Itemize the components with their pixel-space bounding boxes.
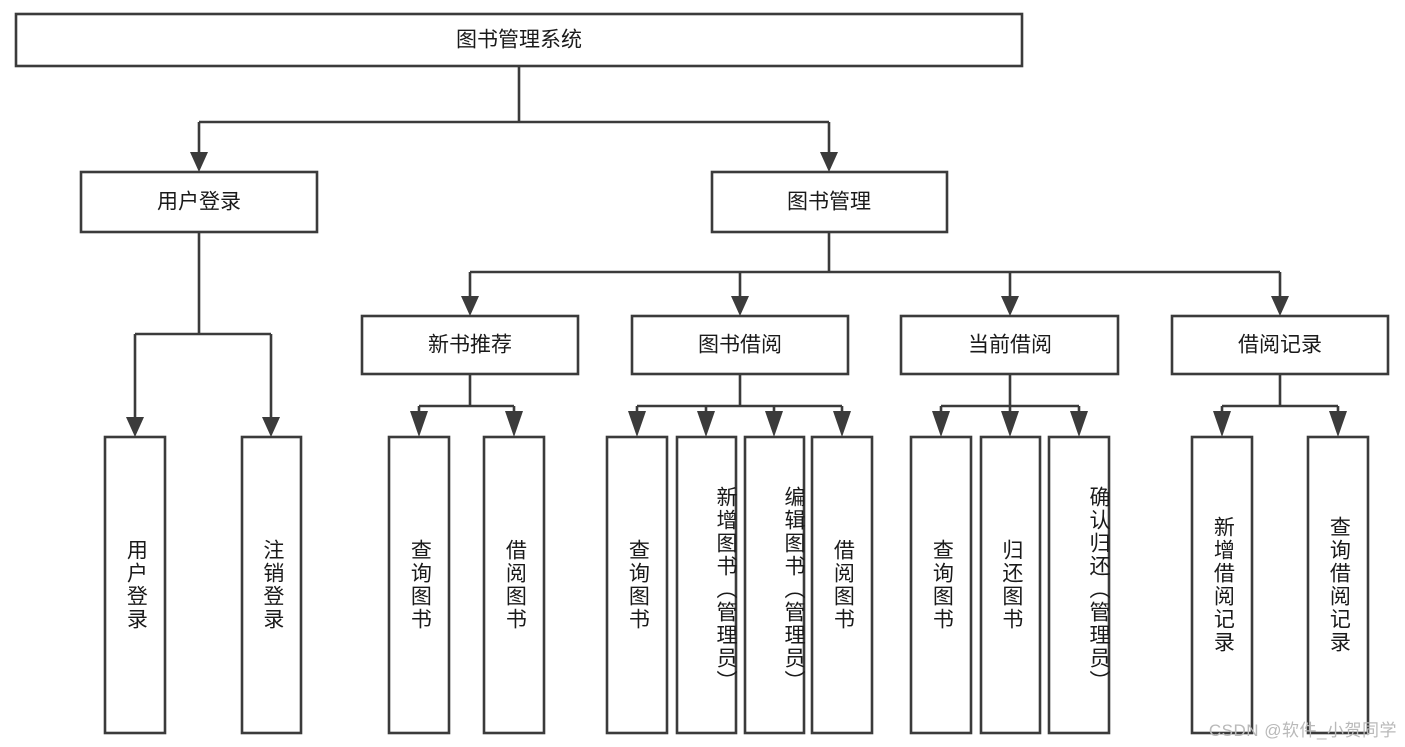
leaf-box-current-return[interactable] <box>979 435 1042 735</box>
node-book-management[interactable]: 图书管理 <box>710 170 949 234</box>
node-current-borrow[interactable]: 当前借阅 <box>899 314 1120 376</box>
leaf-box-group <box>103 435 1370 735</box>
leaf-box-borrow-edit[interactable] <box>743 435 806 735</box>
connector-borrow-record-to-leaves <box>1213 374 1347 437</box>
leaf-box-user-login-login[interactable] <box>103 435 167 735</box>
node-root-book-management-system[interactable]: 图书管理系统 <box>14 12 1024 68</box>
leaf-box-newbook-query[interactable] <box>387 435 451 735</box>
leaf-box-current-query[interactable] <box>909 435 973 735</box>
leaf-box-borrow-query[interactable] <box>605 435 669 735</box>
node-new-book-recommend[interactable]: 新书推荐 <box>360 314 580 376</box>
leaf-box-record-query[interactable] <box>1306 435 1370 735</box>
node-borrow-record[interactable]: 借阅记录 <box>1170 314 1390 376</box>
node-user-login[interactable]: 用户登录 <box>79 170 319 234</box>
node-new-book-recommend-label: 新书推荐 <box>428 334 512 357</box>
leaf-box-newbook-borrow[interactable] <box>482 435 546 735</box>
connector-current-borrow-to-leaves <box>932 374 1088 437</box>
arrow-to-user-login <box>190 152 208 172</box>
node-book-borrow-label: 图书借阅 <box>698 334 782 357</box>
node-book-borrow[interactable]: 图书借阅 <box>630 314 850 376</box>
leaf-box-user-login-logout[interactable] <box>240 435 303 735</box>
leaf-box-borrow-lend[interactable] <box>810 435 874 735</box>
leaf-box-current-confirm[interactable] <box>1047 435 1111 735</box>
connector-root-to-level2 <box>197 66 831 152</box>
node-user-login-label: 用户登录 <box>157 191 241 214</box>
connector-new-book-to-leaves <box>410 374 523 437</box>
watermark-text: CSDN @软件_小贺同学 <box>1208 721 1397 740</box>
arrow-to-book-manage <box>820 152 838 172</box>
leaf-box-borrow-add[interactable] <box>675 435 738 735</box>
node-book-management-label: 图书管理 <box>787 191 871 214</box>
connector-book-manage-to-level3 <box>461 232 1289 316</box>
node-current-borrow-label: 当前借阅 <box>968 334 1052 357</box>
connector-user-login-to-leaves <box>126 232 280 437</box>
leaf-box-record-add[interactable] <box>1190 435 1254 735</box>
node-borrow-record-label: 借阅记录 <box>1238 334 1322 357</box>
connector-book-borrow-to-leaves <box>628 374 851 437</box>
node-root-label: 图书管理系统 <box>456 29 582 52</box>
